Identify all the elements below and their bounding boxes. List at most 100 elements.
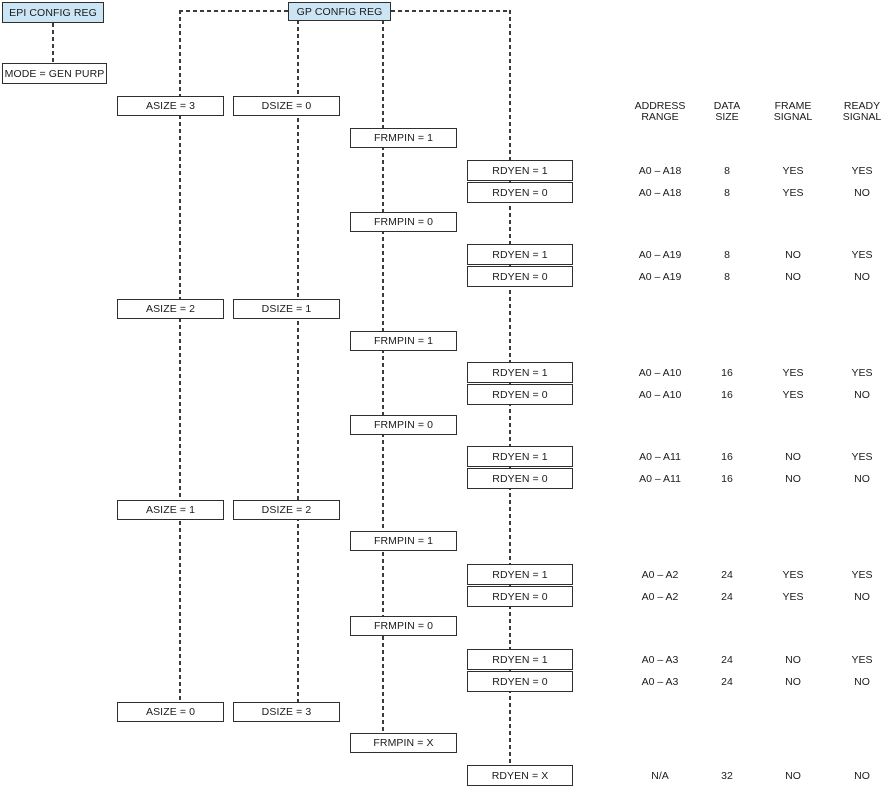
frmpin-box: FRMPIN = 0 — [350, 616, 457, 636]
address-range-value: A0 – A19 — [638, 270, 682, 283]
data-size-value: 8 — [724, 270, 730, 283]
table-row: A0 – A19 8 NO NO — [600, 266, 884, 287]
epi-config-reg-box: EPI CONFIG REG — [2, 2, 104, 23]
connector-epi-to-mode — [52, 23, 54, 64]
ready-signal-value: NO — [854, 769, 870, 782]
connector-asize-column — [179, 10, 181, 702]
address-range-value: A0 – A18 — [638, 186, 682, 199]
asize-box-0: ASIZE = 0 — [117, 702, 224, 722]
ready-signal-value: YES — [851, 366, 873, 379]
frame-signal-value: YES — [782, 388, 804, 401]
data-size-value: 16 — [721, 472, 733, 485]
rdyen-box: RDYEN = X — [467, 765, 573, 786]
asize-box-3: ASIZE = 3 — [117, 96, 224, 116]
ready-signal-value: NO — [854, 675, 870, 688]
address-range-value: A0 – A18 — [638, 164, 682, 177]
frame-signal-value: NO — [785, 653, 801, 666]
rdyen-box: RDYEN = 1 — [467, 362, 573, 383]
frmpin-box: FRMPIN = X — [350, 733, 457, 753]
address-range-value: A0 – A3 — [641, 675, 679, 688]
table-row: A0 – A11 16 NO YES — [600, 446, 884, 467]
rdyen-box: RDYEN = 0 — [467, 182, 573, 203]
table-row: A0 – A10 16 YES NO — [600, 384, 884, 405]
address-range-value: A0 – A2 — [641, 590, 679, 603]
address-range-value: A0 – A3 — [641, 653, 679, 666]
data-size-value: 16 — [721, 366, 733, 379]
frmpin-box: FRMPIN = 1 — [350, 531, 457, 551]
data-size-value: 24 — [721, 675, 733, 688]
frmpin-box: FRMPIN = 1 — [350, 331, 457, 351]
rdyen-box: RDYEN = 1 — [467, 564, 573, 585]
connector-gp-to-rdyen-horizontal — [391, 10, 510, 12]
rdyen-box: RDYEN = 0 — [467, 671, 573, 692]
frame-signal-value: YES — [782, 590, 804, 603]
table-row: A0 – A18 8 YES YES — [600, 160, 884, 181]
data-size-value: 16 — [721, 388, 733, 401]
asize-box-1: ASIZE = 1 — [117, 500, 224, 520]
asize-box-2: ASIZE = 2 — [117, 299, 224, 319]
table-header: ADDRESS RANGE DATA SIZE FRAME SIGNAL REA… — [600, 101, 884, 125]
header-frame-signal: FRAME SIGNAL — [773, 100, 813, 123]
mode-gen-purp-box: MODE = GEN PURP — [2, 63, 107, 84]
rdyen-box: RDYEN = 1 — [467, 160, 573, 181]
address-range-value: A0 – A11 — [639, 472, 681, 485]
table-row: A0 – A3 24 NO NO — [600, 671, 884, 692]
dsize-box-0: DSIZE = 0 — [233, 96, 340, 116]
dsize-box-1: DSIZE = 1 — [233, 299, 340, 319]
header-address-range: ADDRESS RANGE — [634, 100, 686, 123]
gp-config-reg-box: GP CONFIG REG — [288, 2, 391, 21]
dsize-box-3: DSIZE = 3 — [233, 702, 340, 722]
frame-signal-value: YES — [782, 164, 804, 177]
data-size-value: 32 — [721, 769, 733, 782]
data-size-value: 24 — [721, 568, 733, 581]
connector-dsize-column — [297, 20, 299, 702]
frame-signal-value: NO — [785, 270, 801, 283]
table-row: A0 – A10 16 YES YES — [600, 362, 884, 383]
header-ready-signal: READY SIGNAL — [842, 100, 882, 123]
rdyen-box: RDYEN = 1 — [467, 446, 573, 467]
ready-signal-value: YES — [851, 568, 873, 581]
data-size-value: 8 — [724, 186, 730, 199]
rdyen-box: RDYEN = 0 — [467, 468, 573, 489]
ready-signal-value: YES — [851, 450, 873, 463]
frmpin-box: FRMPIN = 0 — [350, 212, 457, 232]
address-range-value: N/A — [651, 769, 669, 782]
rdyen-box: RDYEN = 0 — [467, 586, 573, 607]
frame-signal-value: YES — [782, 366, 804, 379]
frame-signal-value: YES — [782, 568, 804, 581]
ready-signal-value: NO — [854, 186, 870, 199]
connector-gp-to-asize-horizontal — [179, 10, 288, 12]
address-range-value: A0 – A10 — [638, 388, 682, 401]
header-data-size: DATA SIZE — [713, 100, 741, 123]
rdyen-box: RDYEN = 0 — [467, 384, 573, 405]
frame-signal-value: NO — [785, 769, 801, 782]
frame-signal-value: NO — [785, 248, 801, 261]
frame-signal-value: NO — [785, 675, 801, 688]
frame-signal-value: NO — [785, 450, 801, 463]
data-size-value: 24 — [721, 590, 733, 603]
address-range-value: A0 – A11 — [639, 450, 681, 463]
address-range-value: A0 – A2 — [641, 568, 679, 581]
ready-signal-value: YES — [851, 164, 873, 177]
ready-signal-value: NO — [854, 472, 870, 485]
address-range-value: A0 – A10 — [638, 366, 682, 379]
dsize-box-2: DSIZE = 2 — [233, 500, 340, 520]
rdyen-box: RDYEN = 1 — [467, 649, 573, 670]
connector-frmpin-column — [382, 20, 384, 733]
ready-signal-value: NO — [854, 270, 870, 283]
ready-signal-value: YES — [851, 248, 873, 261]
ready-signal-value: NO — [854, 388, 870, 401]
data-size-value: 24 — [721, 653, 733, 666]
ready-signal-value: YES — [851, 653, 873, 666]
data-size-value: 16 — [721, 450, 733, 463]
data-size-value: 8 — [724, 248, 730, 261]
frame-signal-value: NO — [785, 472, 801, 485]
frmpin-box: FRMPIN = 0 — [350, 415, 457, 435]
table-row: A0 – A11 16 NO NO — [600, 468, 884, 489]
table-row: A0 – A2 24 YES YES — [600, 564, 884, 585]
address-range-value: A0 – A19 — [638, 248, 682, 261]
table-row: A0 – A18 8 YES NO — [600, 182, 884, 203]
table-row: A0 – A3 24 NO YES — [600, 649, 884, 670]
frmpin-box: FRMPIN = 1 — [350, 128, 457, 148]
table-row: N/A 32 NO NO — [600, 765, 884, 786]
